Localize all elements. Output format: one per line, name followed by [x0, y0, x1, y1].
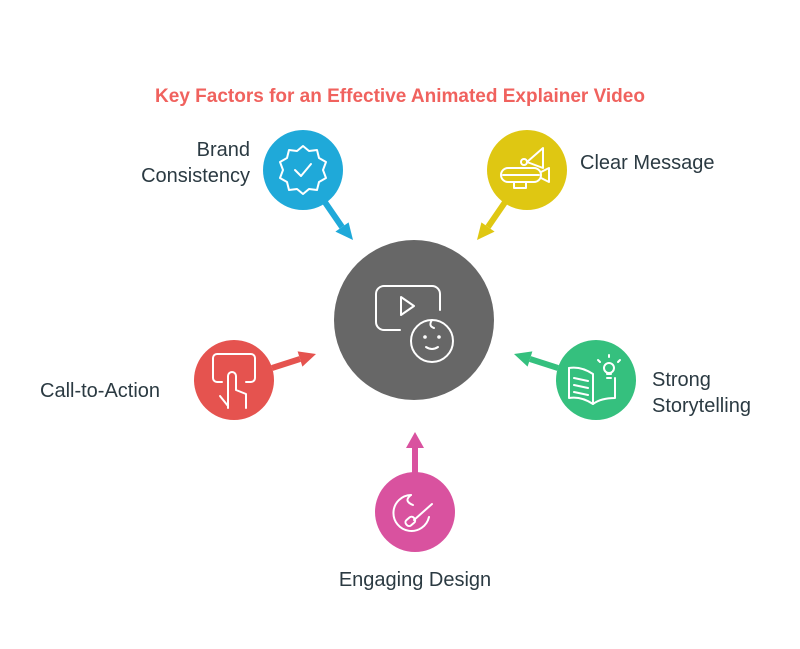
label-strong-storytelling: Strong Storytelling: [652, 367, 751, 419]
factor-engaging-design: [375, 432, 455, 552]
factor-brand-consistency: [263, 130, 353, 240]
label-engaging-design: Engaging Design: [338, 569, 492, 591]
center-node: [334, 240, 494, 400]
badge-check-icon: [279, 145, 327, 195]
label-clear-message: Clear Message: [580, 152, 715, 174]
label-line: Brand: [196, 139, 250, 161]
palette-brush-icon: [392, 494, 433, 532]
tap-screen-icon: [212, 353, 256, 409]
video-face-icon: [375, 285, 454, 363]
factor-clear-message: [477, 130, 567, 240]
factor-strong-storytelling: [514, 340, 636, 420]
megaphone-icon: [500, 147, 550, 189]
label-call-to-action: Call-to-Action: [40, 380, 161, 402]
label-brand-consistency: Brand Consistency: [141, 137, 250, 189]
label-line: Strong: [652, 369, 711, 391]
label-line: Consistency: [141, 165, 250, 187]
diagram-title: Key Factors for an Effective Animated Ex…: [155, 86, 645, 107]
factor-call-to-action: [194, 340, 316, 420]
book-lightbulb-icon: [568, 354, 621, 405]
label-line: Storytelling: [652, 395, 751, 417]
